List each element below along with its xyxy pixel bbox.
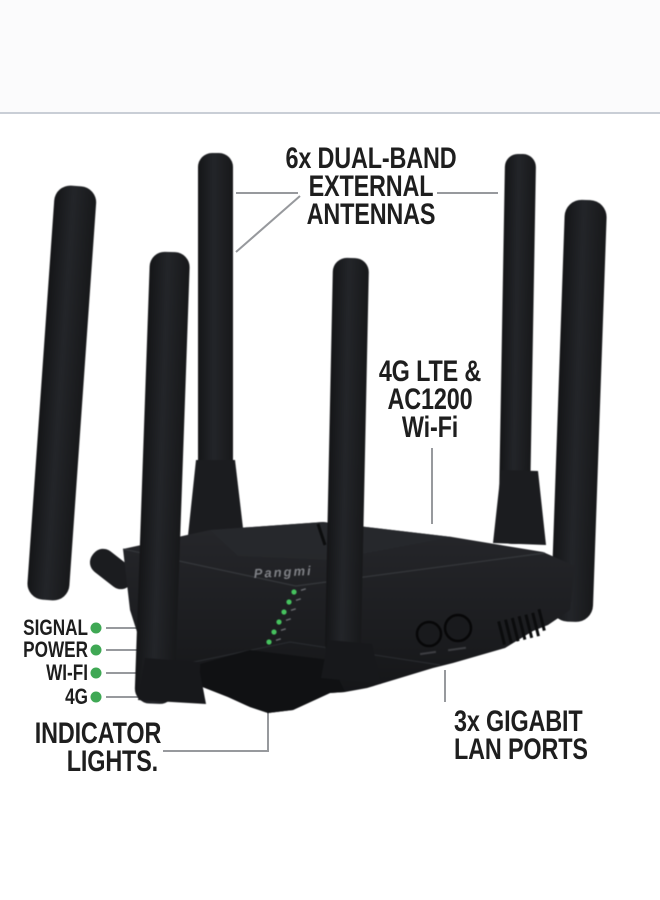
led-dot — [266, 639, 272, 645]
led-icon-mark — [290, 608, 296, 611]
button-label-mark — [447, 646, 467, 652]
router-rear-hinge-mark — [316, 523, 327, 546]
callout-antennas-line3: ANTENNAS — [306, 198, 436, 231]
wifi-dot — [90, 667, 102, 679]
callout-indicator-lights: INDICATOR LIGHTS. — [34, 717, 162, 778]
led-icon-mark — [285, 618, 291, 621]
antenna-front-left — [134, 251, 190, 704]
status-callout-dots — [90, 622, 102, 703]
antenna-far-left — [27, 185, 97, 601]
4g-dot — [90, 691, 102, 703]
callout-wifi: 4G LTE & AC1200 Wi-Fi — [352, 355, 508, 444]
led-dot — [276, 619, 282, 625]
router-top-seam — [122, 548, 546, 587]
led-dot — [281, 609, 287, 615]
antenna-right-tall-base — [493, 470, 546, 545]
callout-wifi-line3: Wi-Fi — [401, 411, 459, 444]
antenna-left-tall-base — [187, 460, 245, 545]
page-top-band — [0, 0, 660, 112]
router-base-stand — [200, 650, 345, 713]
led-strip — [266, 588, 306, 645]
antenna-front-right-foot — [321, 640, 381, 684]
antenna-front-right — [325, 257, 369, 658]
antenna-left-tall — [198, 153, 233, 545]
callout-wifi-line1: 4G LTE & — [378, 355, 482, 388]
router-front-seam — [164, 641, 441, 669]
antenna-front-left-foot — [138, 658, 206, 704]
leader-antennas-diagonal — [235, 195, 301, 253]
callout-lan-line1: 3x GIGABIT — [454, 705, 583, 738]
wps-button — [415, 620, 443, 648]
callout-lan-ports: 3x GIGABIT LAN PORTS — [454, 705, 588, 766]
callout-antennas-line1: 6x DUAL-BAND — [285, 142, 457, 175]
label-wifi: WI-FI — [46, 660, 88, 685]
wps-reset-buttons — [415, 613, 473, 656]
led-icon-mark — [300, 588, 306, 591]
antenna-far-right — [551, 199, 607, 622]
button-label-mark — [419, 650, 437, 656]
led-dot — [271, 629, 277, 635]
power-dot — [90, 644, 102, 656]
callout-lan-line2: LAN PORTS — [454, 733, 588, 766]
label-power: POWER — [23, 637, 89, 662]
led-icon-mark — [295, 598, 301, 601]
callout-antennas: 6x DUAL-BAND EXTERNAL ANTENNAS — [267, 142, 474, 231]
horizontal-divider — [0, 112, 660, 114]
led-icon-mark — [275, 638, 281, 641]
vent-grille — [497, 608, 546, 646]
callout-indicator-line2: LIGHTS. — [66, 745, 158, 778]
label-4g: 4G — [65, 684, 88, 709]
led-dot — [291, 589, 297, 595]
led-icon-mark — [280, 628, 286, 631]
callout-wifi-line2: AC1200 — [387, 383, 473, 416]
signal-dot — [90, 622, 102, 634]
led-dot — [286, 599, 292, 605]
brand-logo: Pangmi — [253, 563, 313, 581]
leader-indicator-lights — [163, 712, 269, 752]
callout-indicator-line1: INDICATOR — [34, 717, 162, 750]
antenna-right-tall — [498, 153, 536, 544]
reset-button — [443, 613, 473, 643]
callout-antennas-line2: EXTERNAL — [308, 170, 434, 203]
antenna-hinge-connector — [89, 548, 135, 590]
label-signal: SIGNAL — [23, 615, 89, 640]
